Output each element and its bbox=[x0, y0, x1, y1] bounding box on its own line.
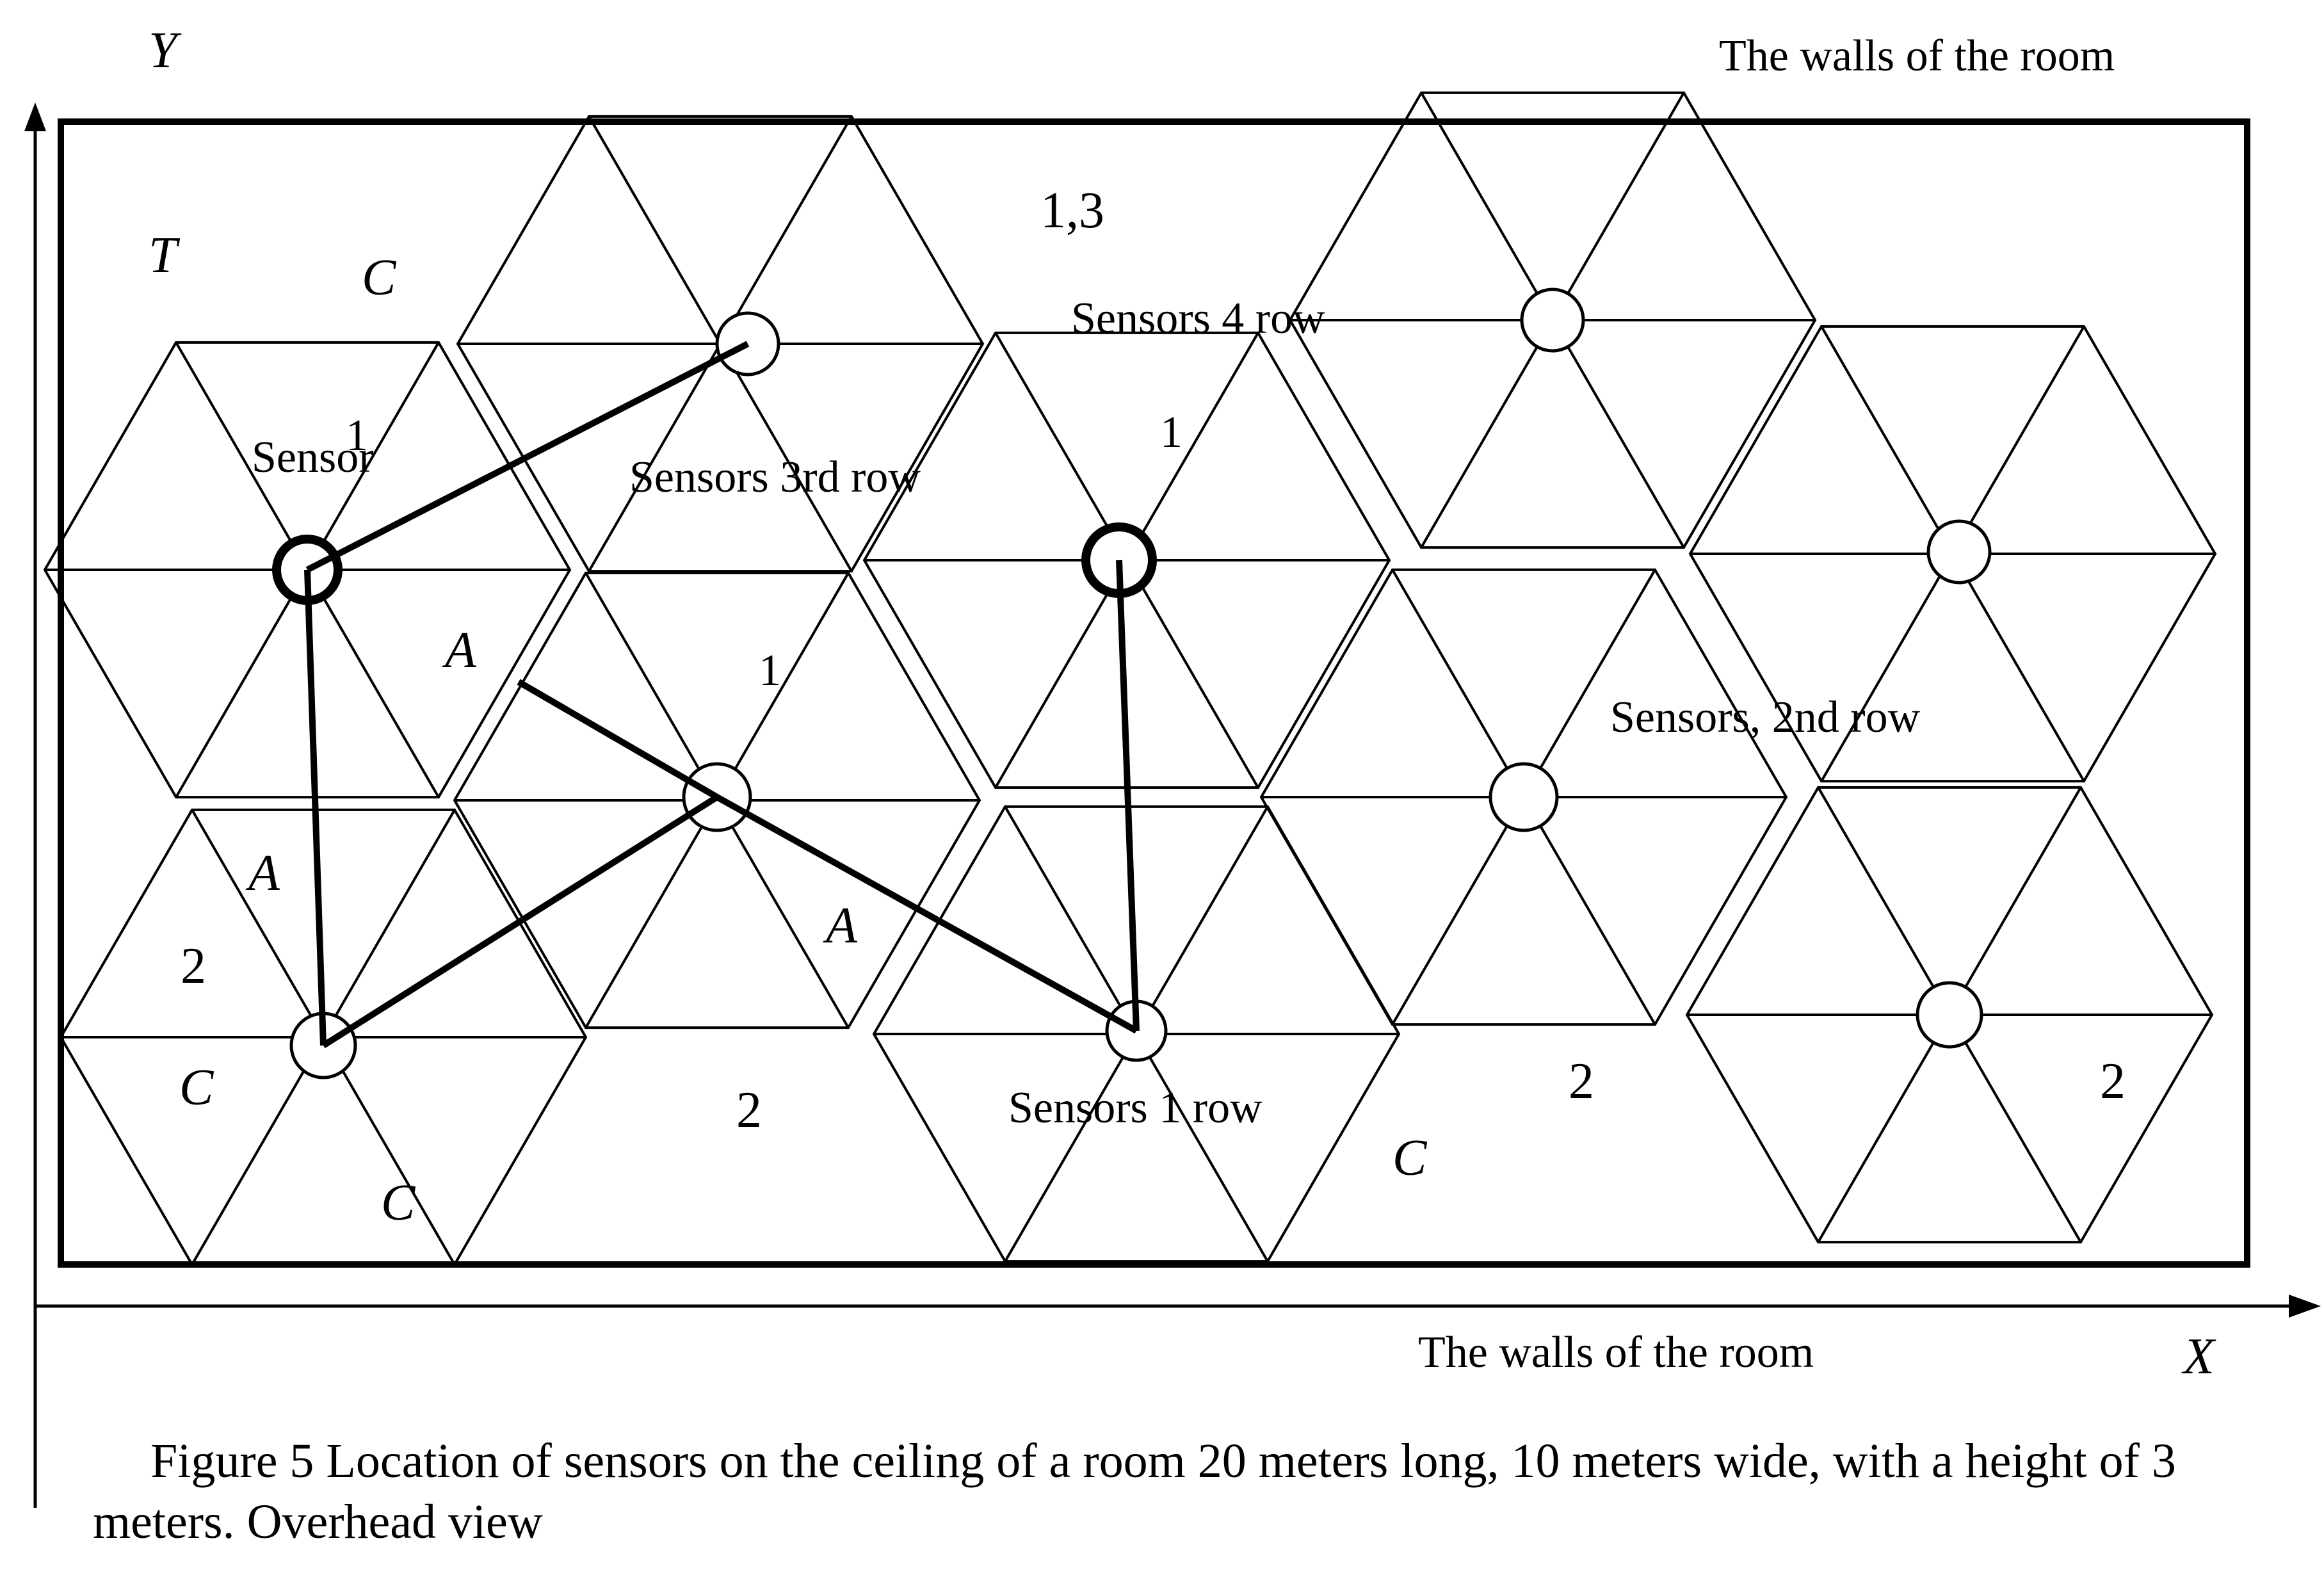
walls-label-top: The walls of the room bbox=[1719, 31, 2115, 81]
label-c-3: C bbox=[381, 1175, 416, 1231]
sensor-link-line bbox=[305, 341, 750, 573]
label-a-2: A bbox=[245, 845, 280, 901]
sensor-link-line bbox=[715, 794, 1138, 1034]
label-1-b: 1 bbox=[759, 646, 781, 695]
sensor-link-line bbox=[1116, 560, 1140, 1031]
walls-label-bottom: The walls of the room bbox=[1418, 1328, 1814, 1377]
label-sensors-2nd-row: Sensors, 2nd row bbox=[1610, 693, 1921, 742]
label-1-c: 1 bbox=[1160, 408, 1182, 457]
label-2-a: 2 bbox=[181, 938, 206, 994]
y-axis-arrow bbox=[24, 102, 46, 131]
label-2-d: 2 bbox=[2100, 1053, 2126, 1110]
x-axis-arrow bbox=[2289, 1295, 2321, 1318]
label-sensors-4-row: Sensors 4 row bbox=[1071, 294, 1325, 343]
sensor-circle bbox=[1520, 287, 1585, 353]
x-axis-label: X bbox=[2181, 1329, 2216, 1385]
label-1-a: 1 bbox=[346, 411, 368, 460]
labels: Y X The walls of the room The walls of t… bbox=[149, 22, 2216, 1385]
sensor-link-line bbox=[517, 679, 719, 800]
axes bbox=[24, 102, 2321, 1508]
label-sensors-1-row: Sensors 1 row bbox=[1008, 1083, 1263, 1133]
label-1-3: 1,3 bbox=[1040, 182, 1104, 239]
figure-caption: Figure 5 Location of sensors on the ceil… bbox=[93, 1434, 2176, 1549]
label-c-2: C bbox=[179, 1060, 214, 1116]
label-2-c: 2 bbox=[1569, 1053, 1594, 1110]
label-sensors-3rd-row: Sensors 3rd row bbox=[629, 453, 921, 502]
sensor-circle bbox=[1926, 519, 1992, 585]
sensor-links bbox=[304, 341, 1140, 1049]
sensor-markers bbox=[272, 287, 1992, 1079]
label-2-b: 2 bbox=[736, 1082, 762, 1138]
sensor-link-line bbox=[304, 569, 327, 1046]
label-a-1: A bbox=[442, 622, 477, 679]
label-c-4: C bbox=[1392, 1130, 1428, 1186]
sensor-link-line bbox=[321, 794, 719, 1049]
label-c-1: C bbox=[362, 250, 397, 306]
sensor-circle bbox=[1489, 762, 1559, 832]
room-walls bbox=[58, 118, 2250, 1268]
label-t: T bbox=[149, 227, 181, 284]
y-axis-label: Y bbox=[149, 22, 182, 79]
label-a-3: A bbox=[823, 898, 858, 954]
label-sensor: Sensor bbox=[252, 433, 374, 482]
sensor-circle bbox=[1916, 981, 1983, 1049]
